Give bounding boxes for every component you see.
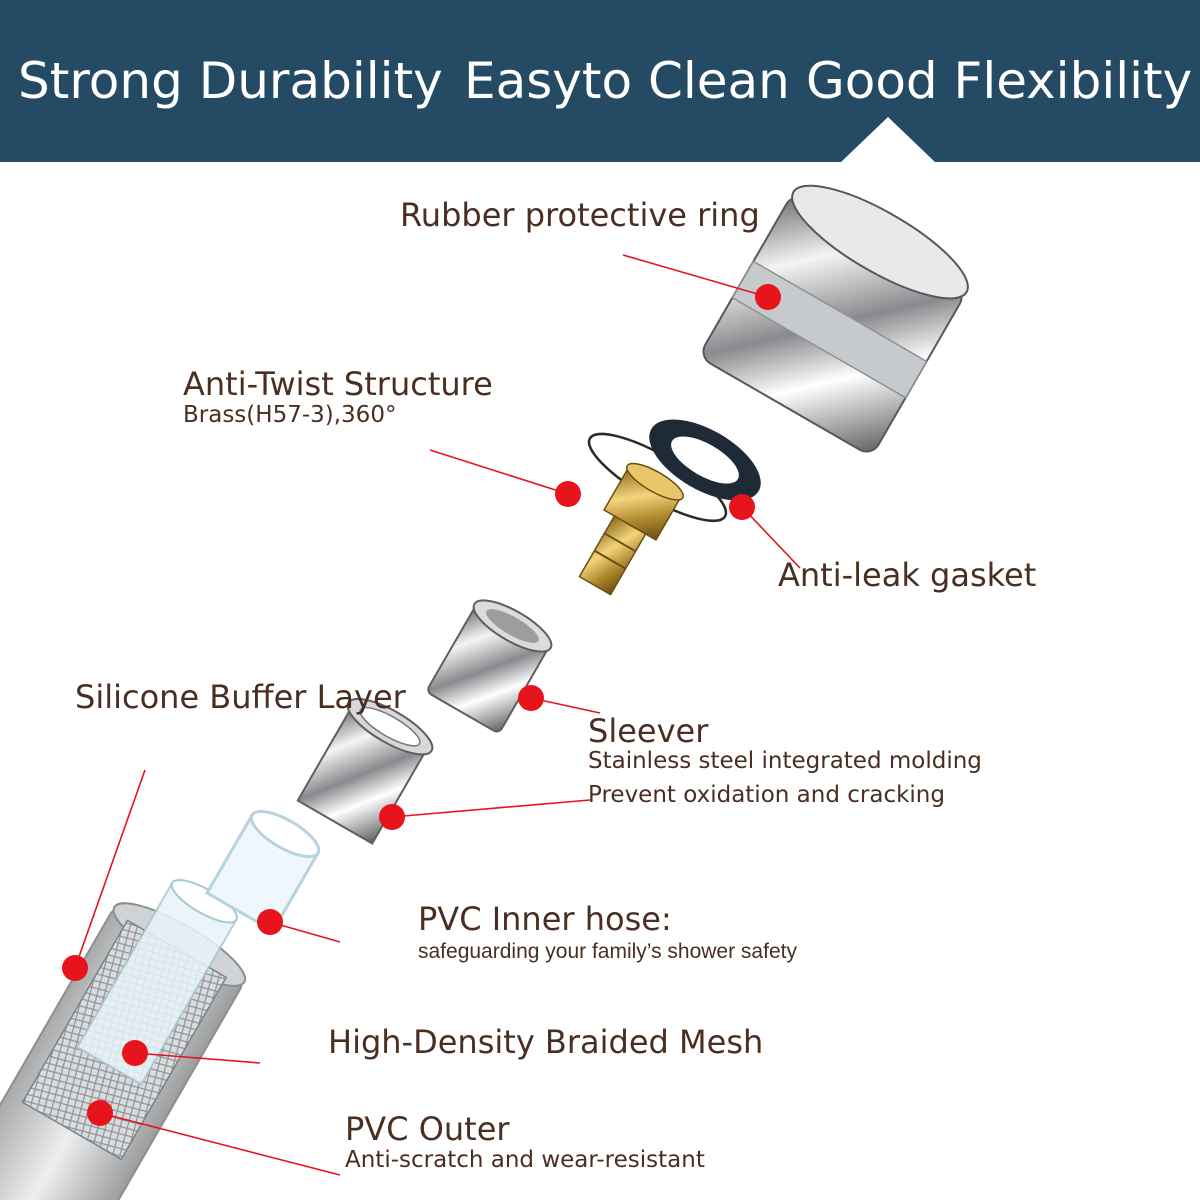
marker-pvc-outer <box>87 1100 113 1126</box>
leader-lines <box>74 254 801 1176</box>
stainless-sleeve-lower <box>296 697 434 845</box>
brass-anti-twist-fitting <box>578 432 728 596</box>
anti-leak-gasket <box>649 419 761 501</box>
feature-good-flexibility: Good Flexibility <box>806 52 1193 110</box>
label-anti-leak-gasket: Anti-leak gasket <box>778 556 1037 594</box>
chrome-nut <box>702 184 969 453</box>
marker-silicone <box>62 955 88 981</box>
label-anti-twist-structure: Anti-Twist Structure <box>183 365 493 403</box>
marker-braided-mesh <box>122 1040 148 1066</box>
marker-sleeve-lower <box>379 804 405 830</box>
marker-inner-hose <box>257 909 283 935</box>
sleever-part <box>427 599 553 733</box>
label-anti-twist-detail: Brass(H57-3),360° <box>183 402 397 428</box>
feature-banner: Strong Durability Easyto Clean Good Flex… <box>0 0 1200 162</box>
label-high-density-braided-mesh: High-Density Braided Mesh <box>328 1023 764 1061</box>
pvc-inner-tube <box>205 809 321 934</box>
label-pvc-inner-hose: PVC Inner hose: <box>418 900 672 938</box>
banner-pointer-notch <box>840 117 936 163</box>
label-pvc-inner-hose-detail: safeguarding your family’s shower safety <box>418 940 797 963</box>
label-pvc-outer: PVC Outer <box>345 1110 510 1148</box>
label-rubber-protective-ring: Rubber protective ring <box>400 196 760 234</box>
label-sleever: Sleever <box>588 712 709 750</box>
label-silicone-buffer-layer: Silicone Buffer Layer <box>75 678 406 716</box>
label-sleever-detail-1: Stainless steel integrated molding <box>588 748 982 774</box>
label-pvc-outer-detail: Anti-scratch and wear-resistant <box>345 1147 705 1173</box>
feature-easy-to-clean: Easyto Clean <box>464 52 790 110</box>
label-sleever-detail-2: Prevent oxidation and cracking <box>588 782 945 808</box>
marker-gasket <box>729 494 755 520</box>
marker-rubber-ring <box>755 284 781 310</box>
pvc-outer-hose <box>0 879 247 1200</box>
marker-sleever <box>518 685 544 711</box>
marker-anti-twist <box>555 481 581 507</box>
feature-strong-durability: Strong Durability <box>18 52 443 110</box>
